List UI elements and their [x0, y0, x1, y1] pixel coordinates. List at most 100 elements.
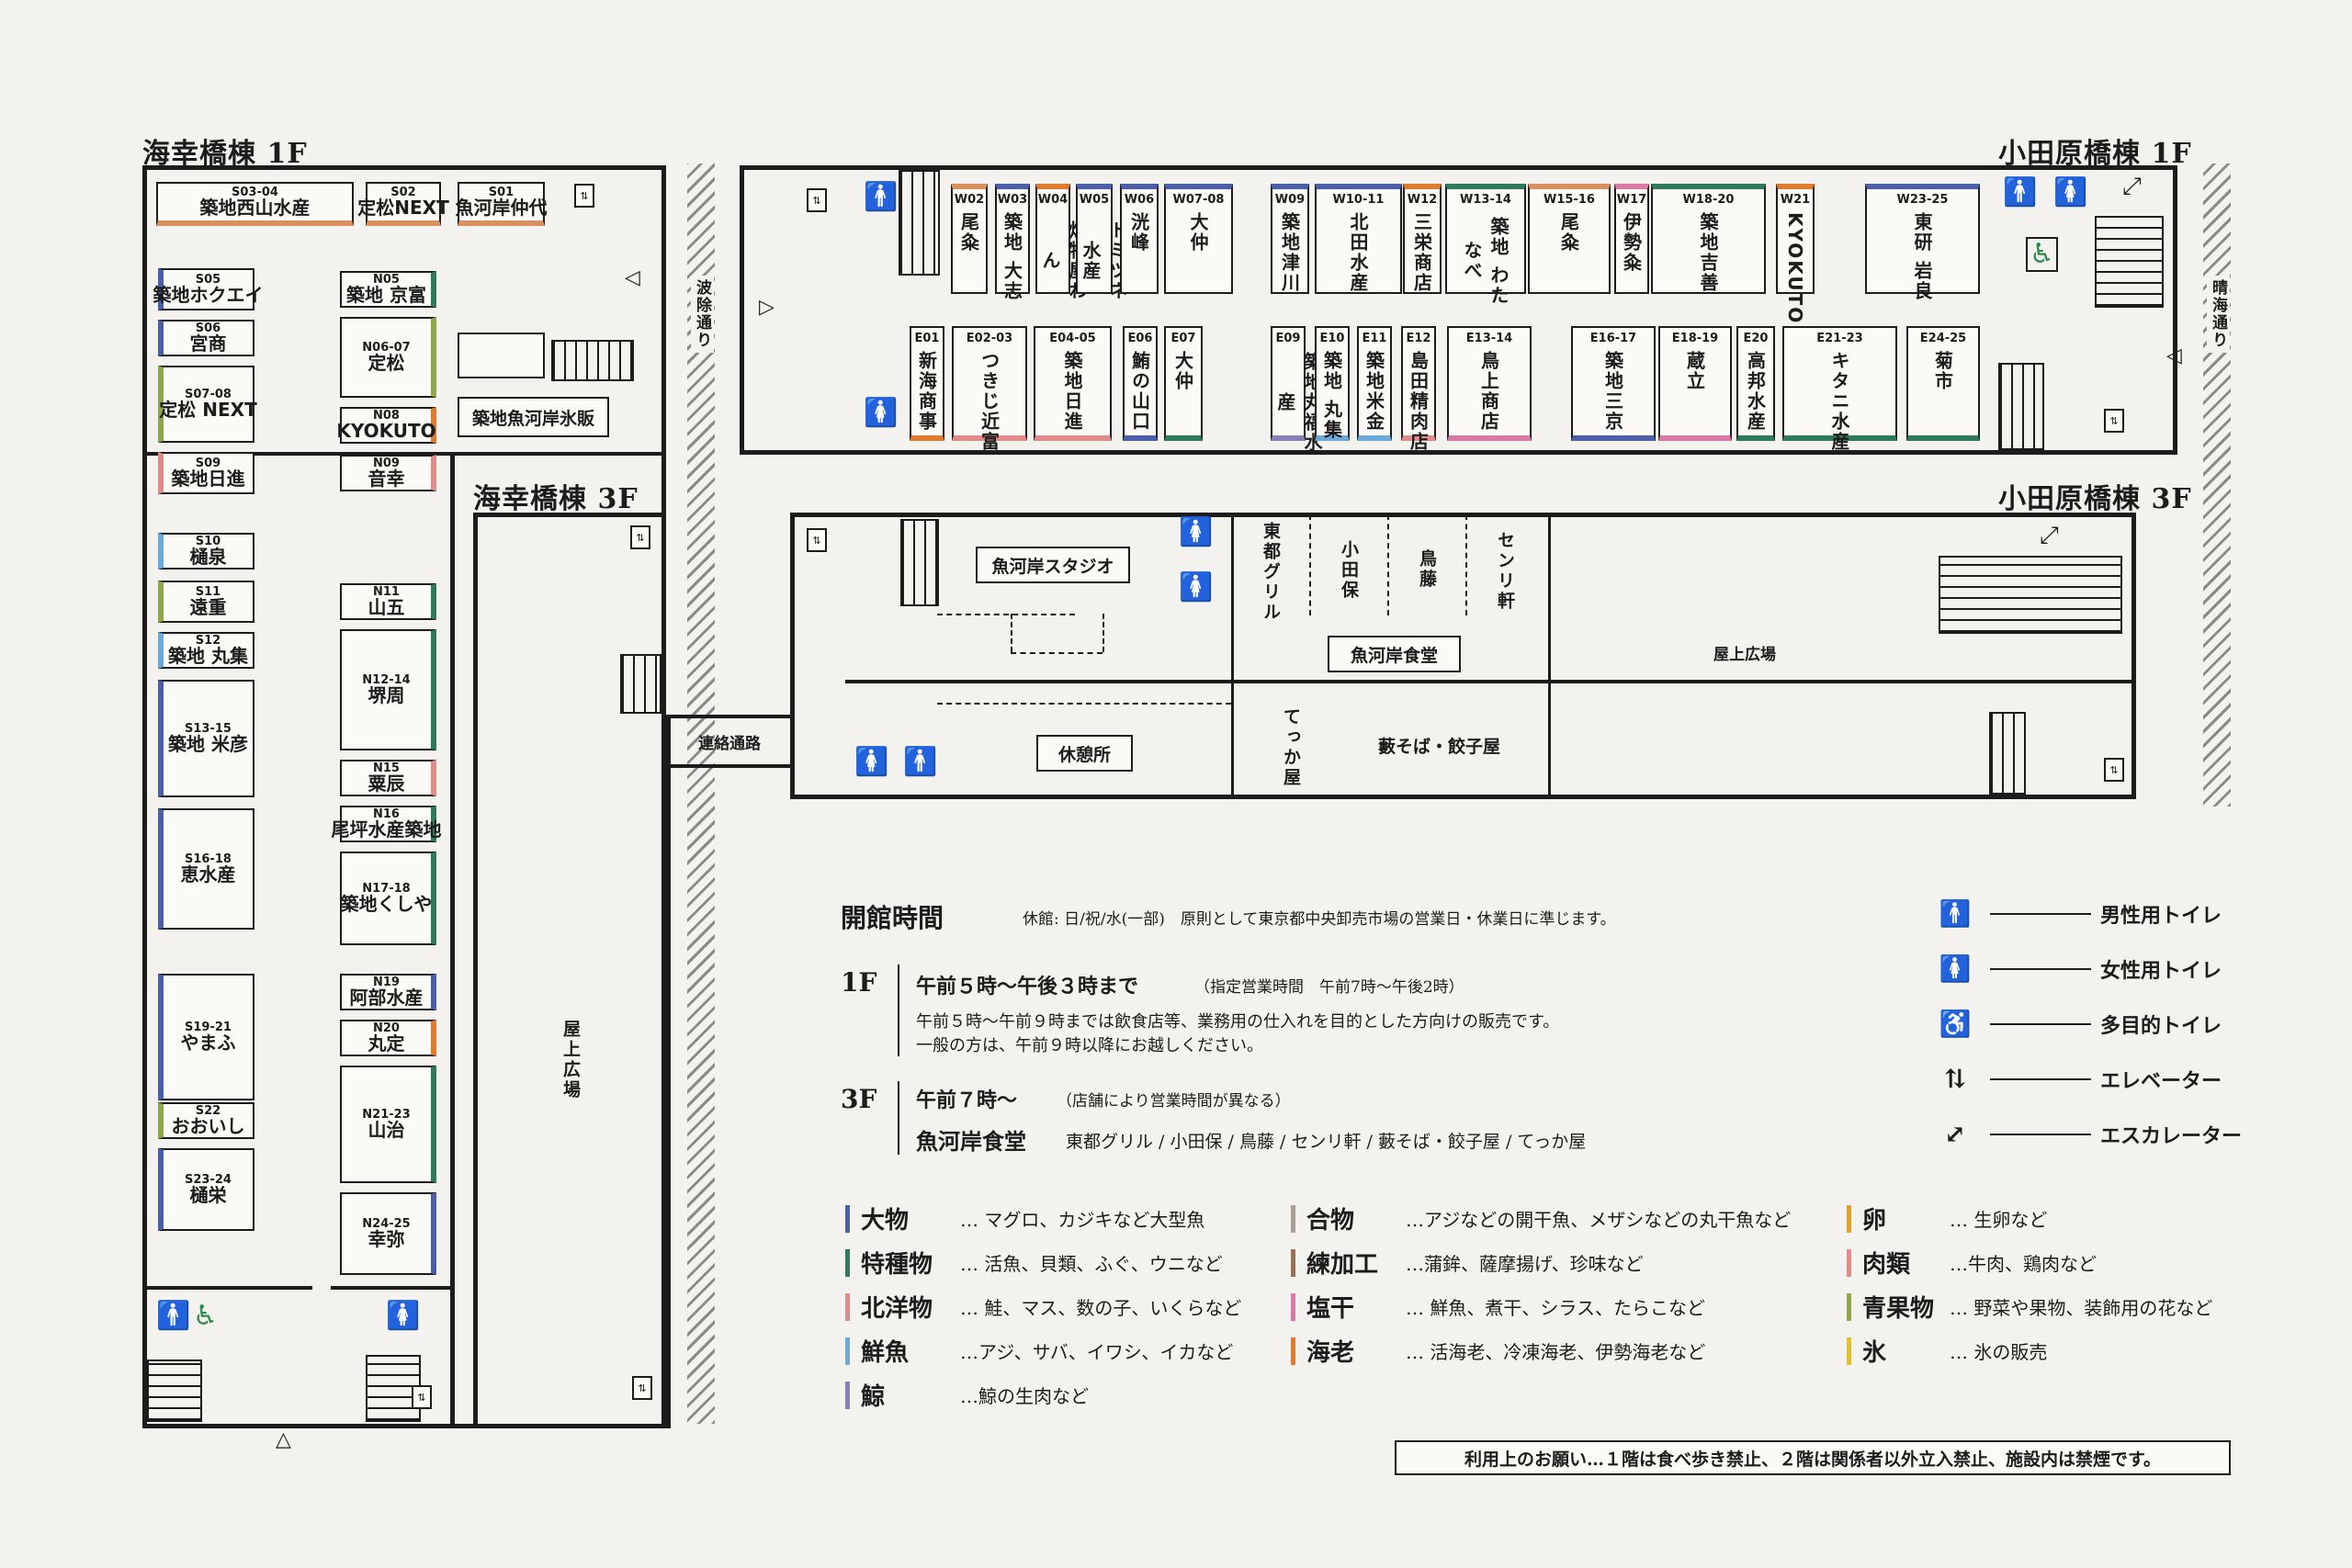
category-desc: … 活海老、冷凍海老、伊勢海老など	[1406, 1341, 1706, 1363]
restaurant-toto[interactable]: 東都グリル	[1261, 522, 1281, 623]
male-toilet-icon: 🚹	[903, 746, 938, 778]
stairs-odawara-3f-b	[1989, 712, 2026, 795]
shop-code: E09	[1275, 332, 1301, 345]
category-desc: … 氷の販売	[1950, 1341, 2048, 1363]
shop-code: N24-25	[362, 1216, 411, 1231]
room-shokudo[interactable]: 魚河岸食堂	[1328, 636, 1461, 672]
category-row: 練加工…蒲鉾、薩摩揚げ、珍味など	[1291, 1246, 1644, 1280]
elevator-icon: ⇅	[574, 184, 594, 208]
category-desc: …牛肉、鶏肉など	[1950, 1253, 2097, 1275]
dashed-boundary	[1102, 614, 1104, 652]
male-toilet-icon: 🚹	[1939, 898, 1972, 929]
elevator-icon: ⇅	[807, 188, 827, 212]
legend-label: 女性用トイレ	[2100, 958, 2222, 983]
elevator-icon: ⇅	[632, 1376, 652, 1400]
shop-name: 尾粂	[1557, 212, 1580, 253]
restaurant-odaho[interactable]: 小田保	[1339, 540, 1359, 601]
restaurant-torito[interactable]: 鳥藤	[1417, 549, 1437, 590]
shop-code: E18-19	[1671, 332, 1719, 345]
shop-name: 築地 京富	[346, 284, 426, 307]
room-kyukei[interactable]: 休憩所	[1036, 735, 1133, 772]
shop-code: N12-14	[362, 672, 411, 687]
shop-w04[interactable]: W04煉物屋わん	[1035, 184, 1088, 301]
shop-code: W18-20	[1682, 193, 1735, 207]
escalator-odawara-3f	[1939, 556, 2122, 634]
restaurant-tekka[interactable]: てっか屋	[1281, 707, 1301, 788]
legend-leader-line	[1990, 1077, 2091, 1080]
shop-code: W21	[1780, 193, 1811, 207]
shop-hyohan[interactable]: 築地魚河岸氷販	[458, 397, 609, 437]
dashed-boundary	[937, 614, 1075, 615]
legend-leader-line	[1990, 1022, 2091, 1025]
room-studio[interactable]: 魚河岸スタジオ	[976, 547, 1130, 583]
female-toilet-icon: 🚺	[386, 1300, 421, 1332]
stairs-odawara-1f	[899, 170, 940, 276]
hours-1f-line1: 午前５時〜午前９時までは飲食店等、業務用の仕入れを目的とした方向けの販売です。	[916, 1012, 1560, 1032]
restaurant-yabu[interactable]: 藪そば・餃子屋	[1378, 737, 1501, 757]
shop-code: S23-24	[185, 1172, 232, 1187]
shop-name: 菊市	[1931, 351, 1954, 391]
legend-label: 男性用トイレ	[2100, 903, 2222, 928]
dashed-boundary	[1309, 514, 1311, 615]
restaurant-senri[interactable]: センリ軒	[1495, 531, 1515, 612]
shop-code: N15	[373, 761, 400, 775]
